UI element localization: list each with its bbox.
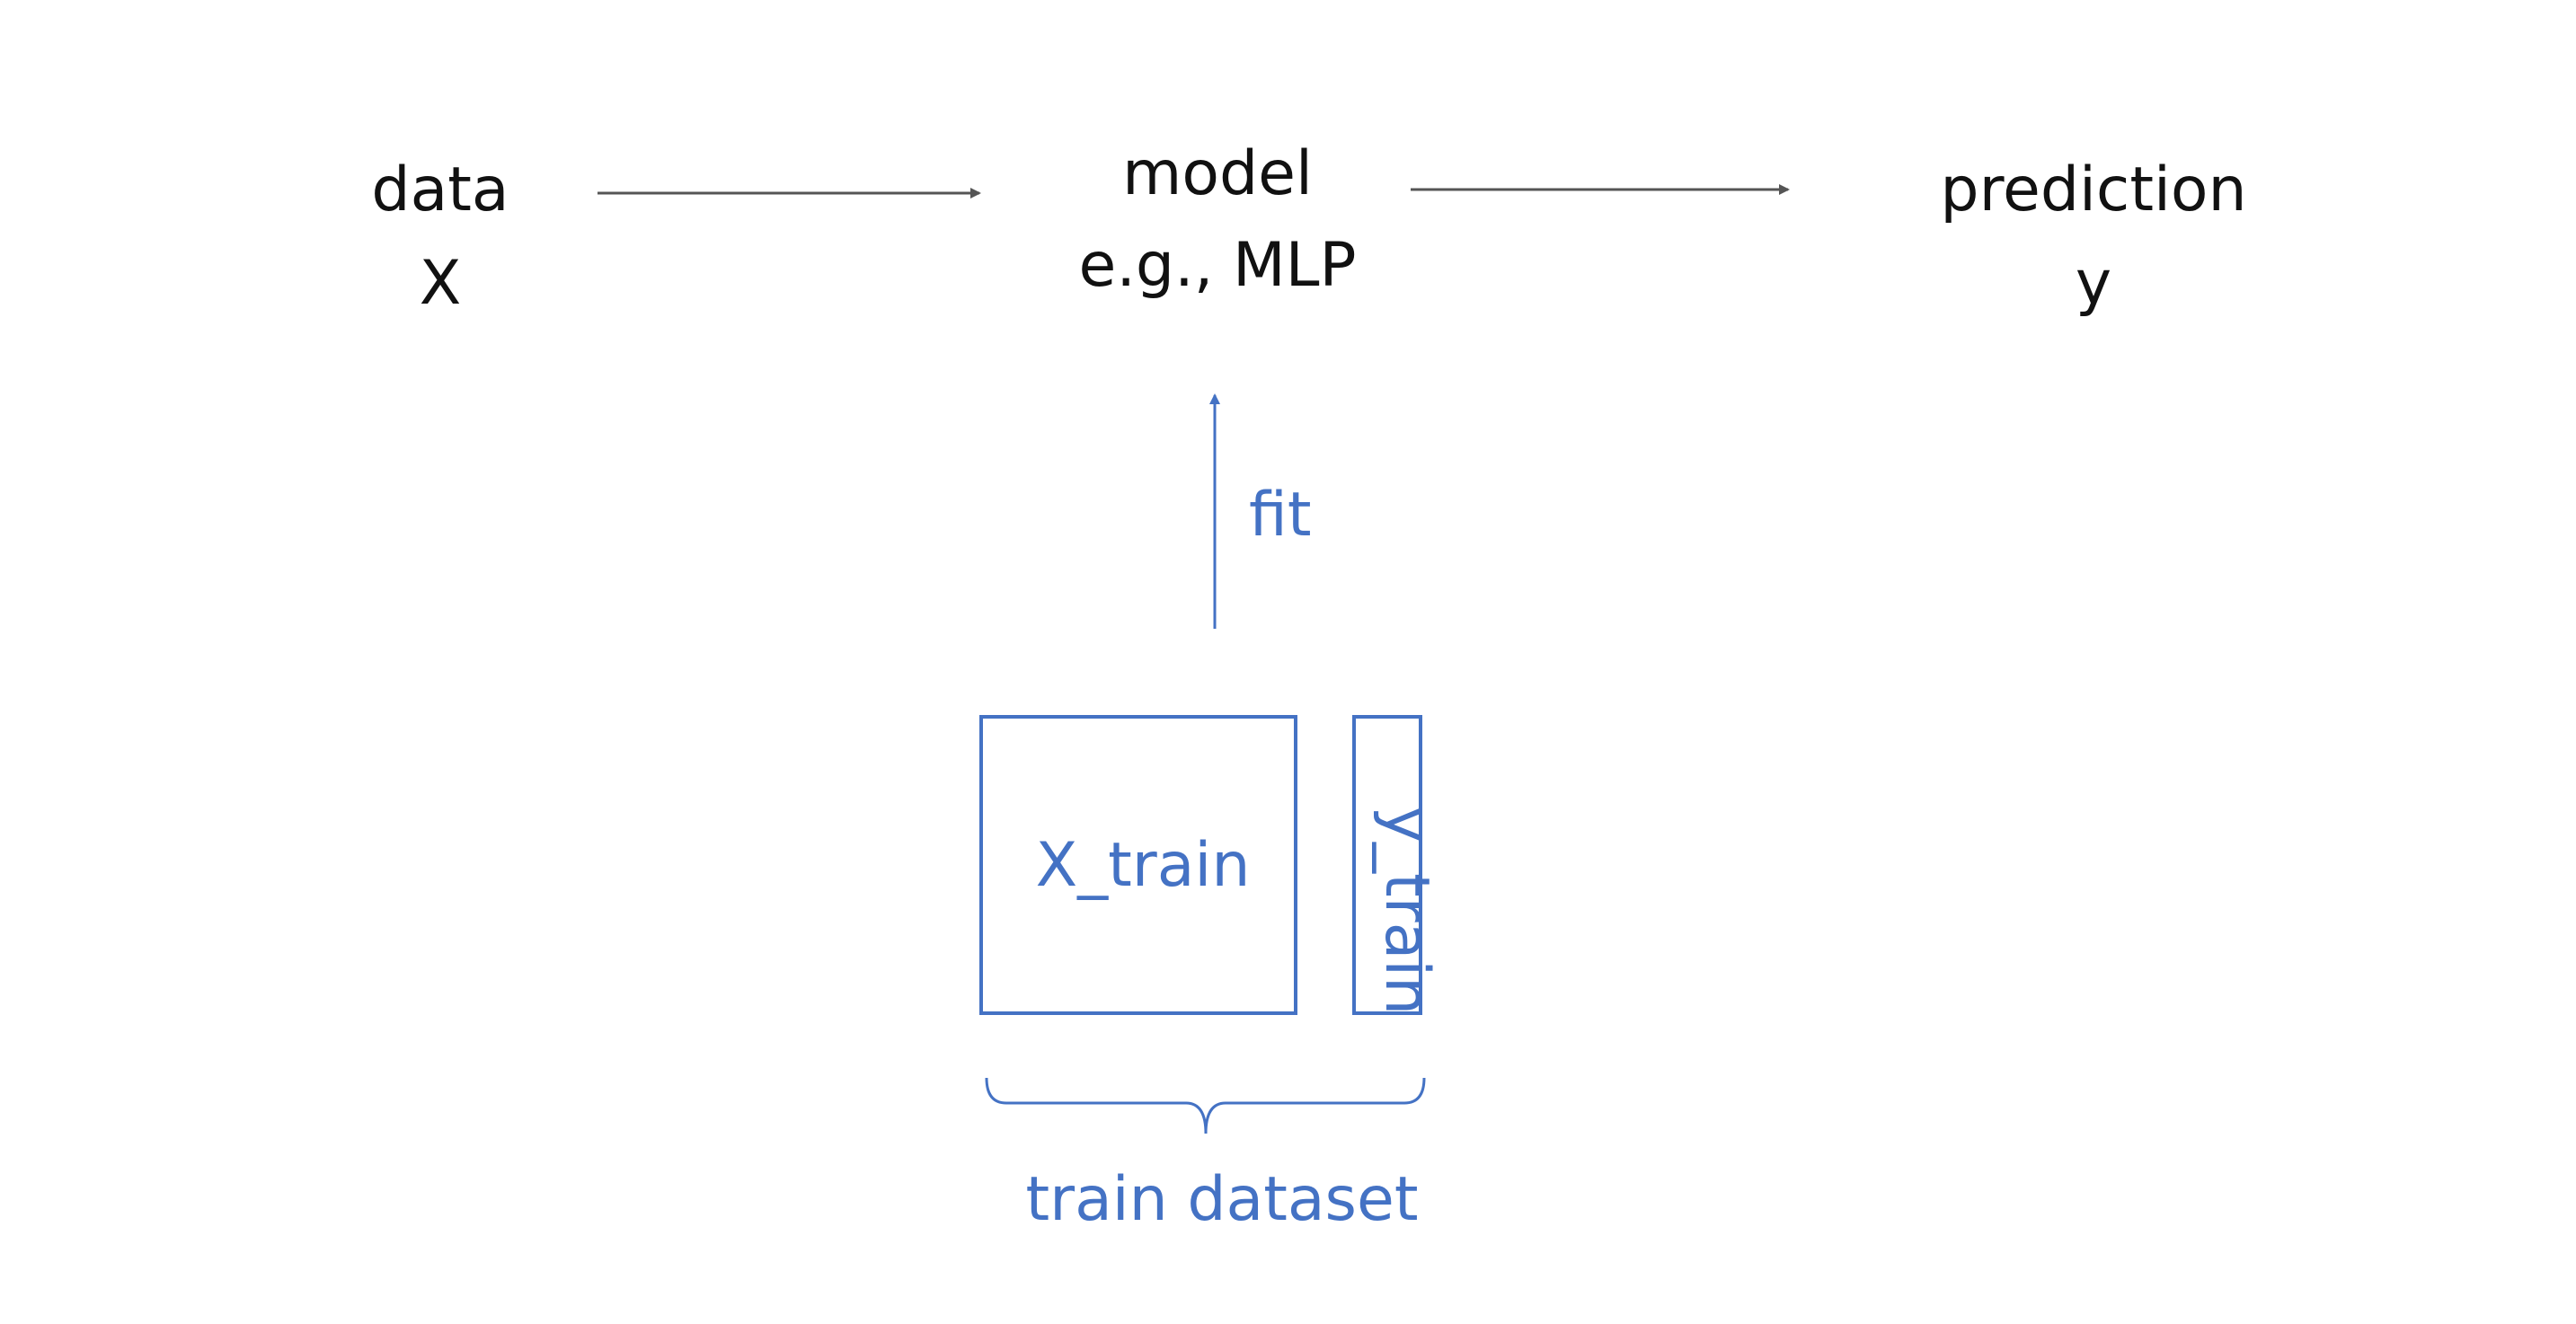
y-train-label: y_train	[1371, 806, 1442, 1016]
model-example-label: e.g., MLP	[1078, 230, 1357, 301]
data-label: data	[371, 154, 509, 225]
train-dataset-brace	[985, 1077, 1426, 1134]
x-train-label: X_train	[1035, 830, 1251, 901]
fit-label: fit	[1249, 480, 1312, 551]
model-label: model	[1122, 138, 1313, 209]
y-train-box	[1352, 715, 1422, 1015]
prediction-variable-label: y	[2075, 248, 2112, 319]
train-dataset-label: train dataset	[1025, 1164, 1419, 1235]
prediction-label: prediction	[1940, 154, 2247, 225]
x-train-box	[979, 715, 1297, 1015]
data-variable-label: X	[419, 248, 462, 319]
